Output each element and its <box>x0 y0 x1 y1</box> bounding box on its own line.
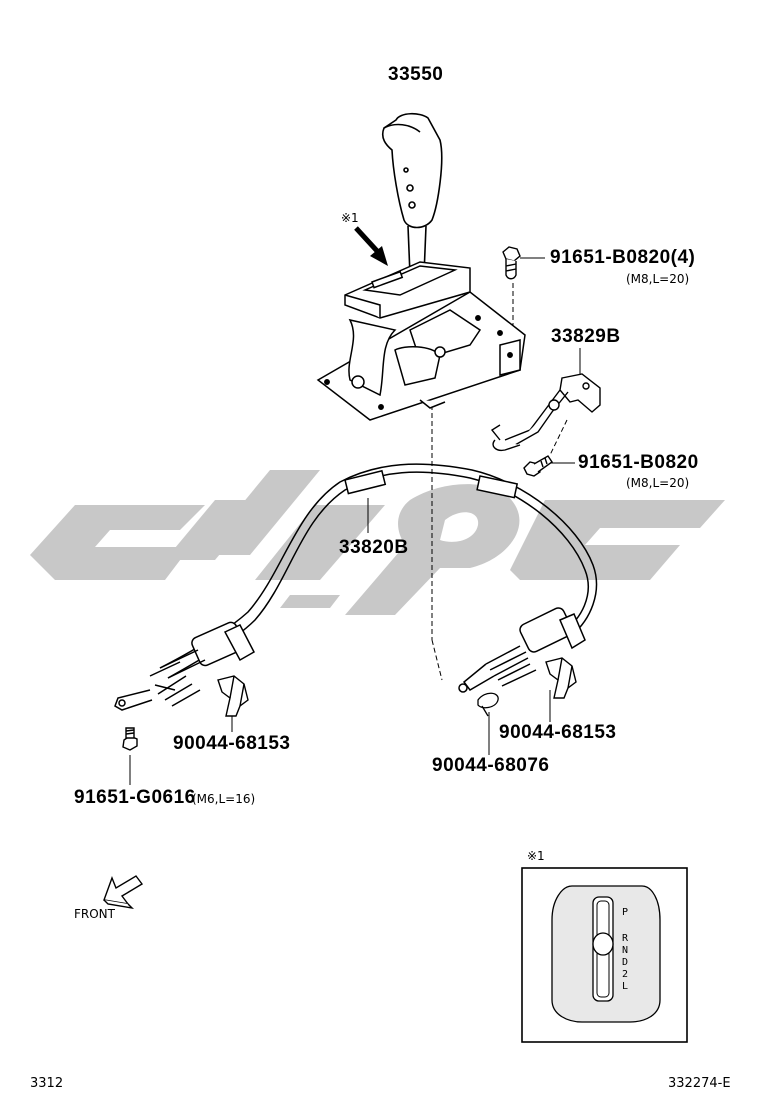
gear-l: L <box>621 981 629 992</box>
spec-bolt-top: (M8,L=20) <box>626 272 690 286</box>
inset-marker: ※1 <box>527 849 545 863</box>
gear-2: 2 <box>621 969 629 980</box>
spec-bolt-bottom: (M6,L=16) <box>192 792 256 806</box>
label-bolt-bottom: 91651-G0616 <box>74 787 196 808</box>
label-clip-small: 90044-68076 <box>432 755 550 776</box>
label-knob: 33550 <box>388 64 444 85</box>
shift-pattern-inset <box>521 867 688 1043</box>
gear-n: N <box>621 945 629 956</box>
bolt-top <box>502 246 521 280</box>
shift-cable <box>114 463 598 711</box>
bolt-mid <box>523 455 553 477</box>
figure-number: 332274-E <box>668 1076 731 1091</box>
clip-left <box>217 675 249 717</box>
label-bolt-mid: 91651-B0820 <box>578 452 699 473</box>
gear-d: D <box>621 957 629 968</box>
label-clip-left: 90044-68153 <box>173 733 291 754</box>
gear-r: R <box>621 933 629 944</box>
front-label: FRONT <box>74 907 115 921</box>
page-number: 3312 <box>30 1076 64 1091</box>
label-bolt-top: 91651-B0820(4) <box>550 247 696 268</box>
front-direction-arrow <box>103 875 144 910</box>
marker-label: ※1 <box>341 211 359 225</box>
gear-p: P <box>621 907 629 918</box>
shift-knob <box>381 112 443 276</box>
label-clip-right: 90044-68153 <box>499 722 617 743</box>
spec-bolt-mid: (M8,L=20) <box>626 476 690 490</box>
clip-right <box>545 657 577 699</box>
indicator-arrow <box>354 226 388 266</box>
cable-bracket <box>490 373 601 452</box>
shift-lever-assembly <box>316 261 526 421</box>
label-cable: 33820B <box>339 537 409 558</box>
bolt-bottom <box>122 727 138 751</box>
clip-small <box>477 692 499 717</box>
label-bracket: 33829B <box>551 326 621 347</box>
